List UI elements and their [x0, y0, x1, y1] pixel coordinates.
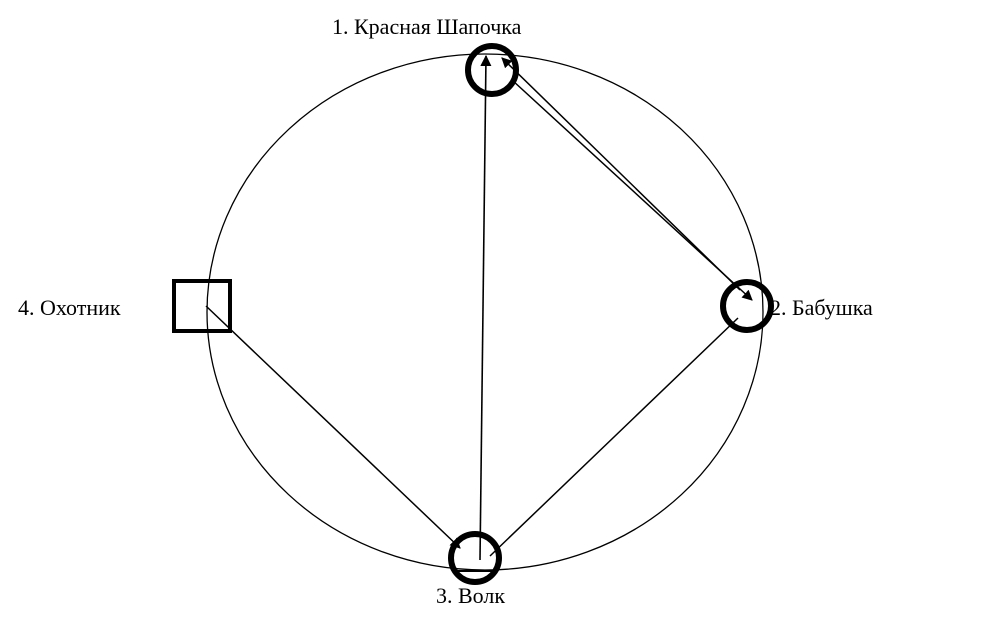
node-3-wolf: [448, 531, 502, 585]
node-2-grandmother: [720, 279, 774, 333]
node-4-label: 4. Охотник: [18, 295, 121, 320]
edge-1-to-2: [511, 79, 753, 301]
edge-2-to-1: [501, 57, 741, 291]
edge-3-to-2: [489, 317, 739, 557]
node-4-hunter: [172, 279, 232, 333]
node-1-red-riding-hood: [465, 43, 519, 97]
node-3-label: 3. Волк: [436, 583, 505, 608]
edge-3-to-1: [479, 54, 492, 561]
edge-4-to-3: [205, 305, 461, 549]
node-2-label: 2. Бабушка: [770, 295, 873, 320]
node-1-label: 1. Красная Шапочка: [332, 14, 522, 39]
